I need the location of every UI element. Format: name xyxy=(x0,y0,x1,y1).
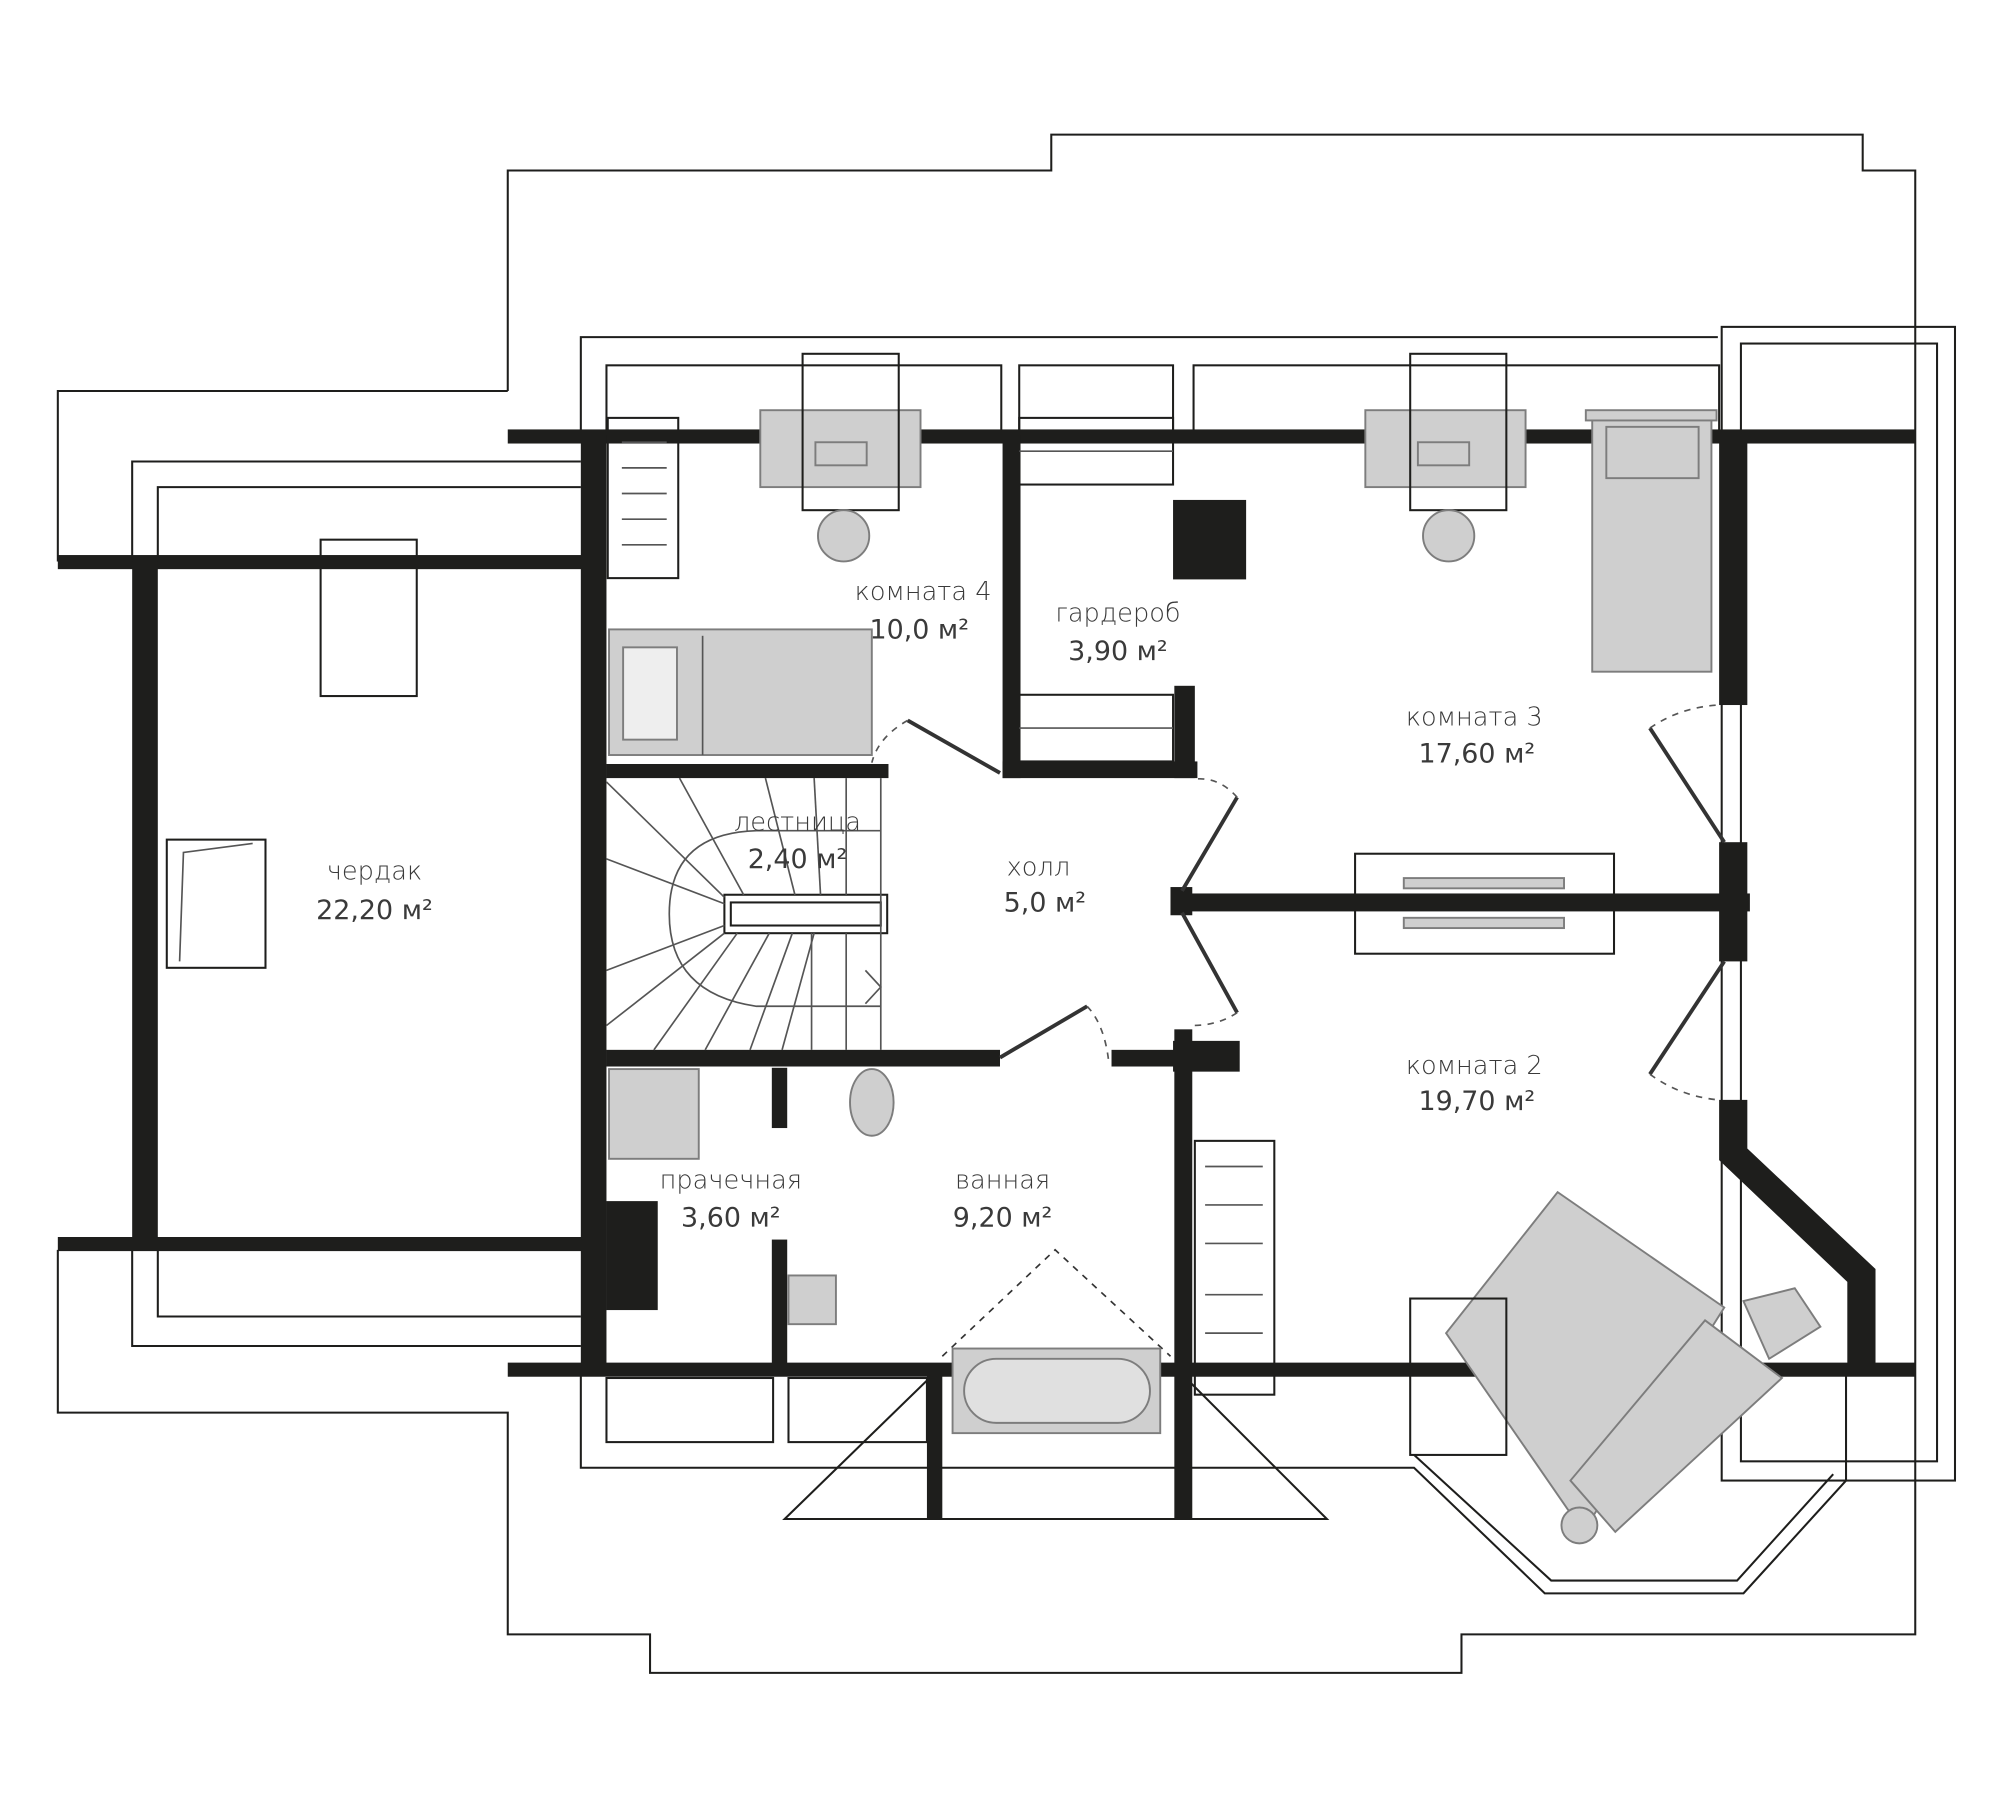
room-area-room3: 17,60 м² xyxy=(1419,739,1536,770)
room-area-stairs: 2,40 м² xyxy=(748,844,848,875)
room-area-hall: 5,0 м² xyxy=(1004,887,1086,918)
room-name-wardrobe: гардероб xyxy=(1055,599,1180,629)
room-area-room4: 10,0 м² xyxy=(869,614,969,645)
room-area-bathroom: 9,20 м² xyxy=(953,1203,1053,1234)
room-area-room2: 19,70 м² xyxy=(1419,1086,1536,1117)
room-name-attic: чердак xyxy=(327,856,422,886)
furniture xyxy=(165,352,1822,1545)
room-name-stairs: лестница xyxy=(734,808,861,838)
room-labels: чердак 22,20 м² комната 4 10,0 м² гардер… xyxy=(316,577,1543,1234)
room-name-room3: комната 3 xyxy=(1406,703,1543,733)
room-name-laundry: прачечная xyxy=(660,1165,802,1195)
room-name-room4: комната 4 xyxy=(855,577,992,607)
room-area-wardrobe: 3,90 м² xyxy=(1068,636,1168,667)
room-area-attic: 22,20 м² xyxy=(316,895,433,926)
room-name-bathroom: ванная xyxy=(955,1165,1050,1195)
roof-outline xyxy=(56,133,1957,1674)
doors xyxy=(871,704,1726,1101)
room-area-laundry: 3,60 м² xyxy=(681,1203,781,1234)
room-name-hall: холл xyxy=(1007,853,1071,883)
room-name-room2: комната 2 xyxy=(1406,1051,1543,1081)
